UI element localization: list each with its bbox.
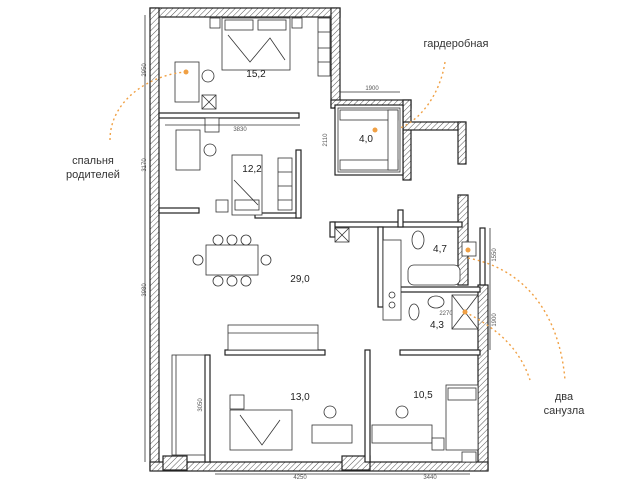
sofa	[227, 324, 319, 351]
dim-bedroom-mid-width: 3830	[233, 127, 247, 133]
dim-left-mid: 3170	[142, 158, 148, 172]
dim-wardrobe-height: 2110	[323, 133, 329, 147]
dim-left-balcony: 3050	[198, 398, 204, 412]
dim-left-low: 3980	[142, 283, 148, 297]
area-living: 29,0	[290, 274, 310, 285]
callout-parents-line1: спальня	[72, 155, 114, 167]
callout-parents-line2: родителей	[66, 169, 120, 181]
exterior-walls	[149, 7, 489, 472]
area-bedroom-top: 15,2	[246, 69, 266, 80]
dim-bottom-left: 4250	[293, 475, 307, 480]
area-bath-bottom: 4,3	[430, 320, 444, 331]
kitchen-counter	[382, 239, 402, 321]
area-bedroom-bottom-right: 10,5	[413, 390, 433, 401]
dim-bath-right-top: 1550	[492, 248, 498, 262]
dimension-lines	[144, 15, 491, 475]
dim-wardrobe-width: 1900	[365, 86, 379, 92]
bedroom-top-furniture	[174, 17, 331, 110]
wardrobe-unit	[317, 17, 331, 77]
dim-bath-inner: 2270	[439, 311, 453, 317]
bathtub	[407, 264, 461, 286]
interior-walls	[158, 112, 486, 463]
callout-bathrooms	[462, 247, 566, 381]
bedroom-bottom-furniture	[229, 384, 479, 463]
dim-bath-right-bottom: 1900	[492, 313, 498, 327]
area-bath-top: 4,7	[433, 244, 447, 255]
dim-bottom-right: 3440	[423, 475, 437, 480]
area-bedroom-bottom-left: 13,0	[290, 392, 310, 403]
callout-wardrobe	[372, 61, 446, 133]
callout-parents	[109, 69, 189, 141]
living-furniture	[192, 227, 402, 351]
dim-left-top: 2950	[142, 63, 148, 77]
desk	[174, 61, 200, 103]
area-bedroom-mid: 12,2	[242, 164, 262, 175]
bedroom-mid-furniture	[175, 117, 293, 216]
callout-bath-line2: санузла	[544, 405, 586, 417]
wardrobe-room	[334, 104, 404, 176]
area-wardrobe: 4,0	[359, 134, 373, 145]
callout-bath-line1: два	[555, 391, 574, 403]
dining-table	[205, 244, 259, 276]
callout-wardrobe-label: гардеробная	[424, 38, 489, 50]
balcony	[171, 354, 206, 456]
